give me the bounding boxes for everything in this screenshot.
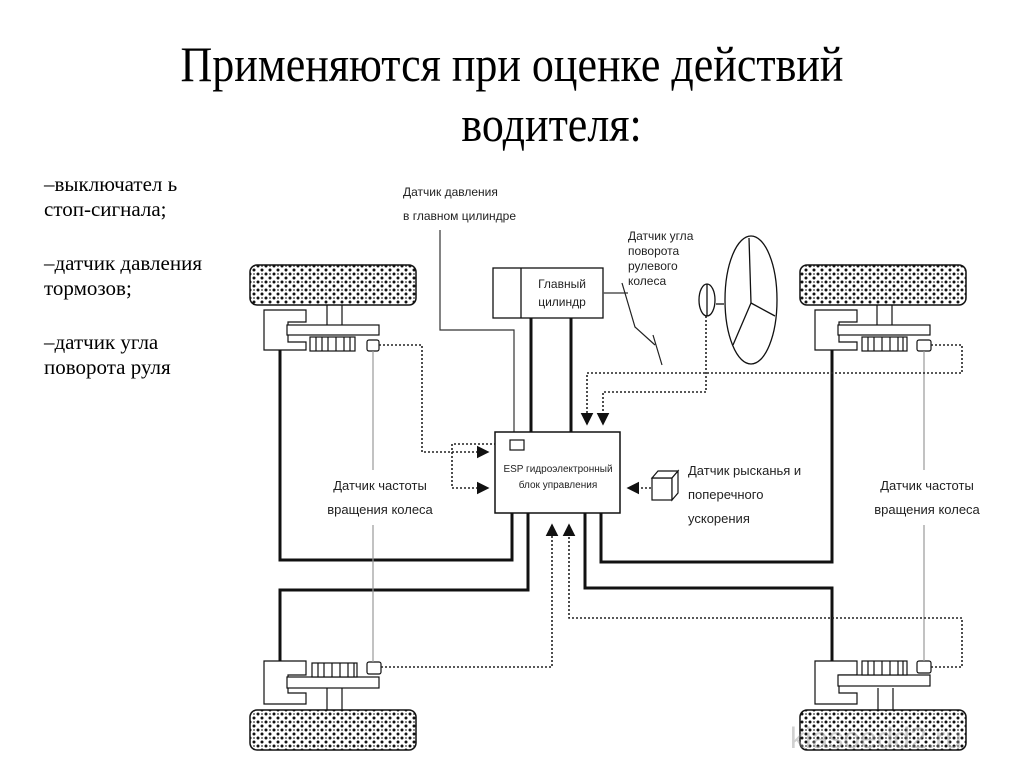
slide-title: Применяются при оценке действий водителя… bbox=[61, 34, 962, 154]
master-cylinder-label-2: цилиндр bbox=[538, 295, 586, 309]
steering-wheel-icon bbox=[698, 235, 778, 365]
yaw-sensor-label-2: поперечного bbox=[688, 487, 763, 502]
wheel-sensor-rear-left bbox=[366, 661, 382, 675]
hydraulic-lines bbox=[278, 318, 834, 661]
title-line-2: водителя: bbox=[461, 96, 642, 152]
steering-sensor-label-1: Датчик угла bbox=[628, 229, 694, 243]
tire-front-right bbox=[799, 264, 967, 306]
steering-sensor-leader bbox=[621, 282, 663, 366]
pressure-sensor-wire bbox=[439, 230, 515, 437]
title-line-1: Применяются при оценке действий bbox=[180, 36, 844, 92]
wheel-sensor-rear-right bbox=[916, 660, 932, 674]
wheel-sensor-front-right bbox=[916, 339, 932, 352]
bullet-brake-pressure: –датчик давления тормозов; bbox=[44, 251, 202, 300]
pressure-sensor-icon bbox=[509, 439, 525, 451]
esp-label-1: ESP гидроэлектронный bbox=[503, 464, 612, 475]
signal-lines bbox=[379, 316, 963, 668]
pressure-sensor-label-2: в главном цилиндре bbox=[403, 209, 516, 223]
wheel-sensor-front-left bbox=[366, 339, 380, 352]
wheel-speed-right-label-1: Датчик частоты bbox=[880, 478, 974, 493]
wheel-speed-right-label-2: вращения колеса bbox=[874, 502, 980, 517]
brake-front-right bbox=[814, 305, 932, 352]
pressure-sensor-label-1: Датчик давления bbox=[403, 185, 498, 199]
sensor-wires bbox=[372, 351, 925, 662]
bullet-brake-switch: –выключател ь стоп-сигнала; bbox=[44, 172, 178, 221]
bullet-steering-angle: –датчик угла поворота руля bbox=[44, 330, 171, 379]
wheel-speed-left-label-2: вращения колеса bbox=[327, 502, 433, 517]
yaw-sensor-icon bbox=[650, 469, 680, 502]
yaw-sensor-label-3: ускорения bbox=[688, 511, 750, 526]
tire-rear-left bbox=[249, 709, 417, 751]
steering-sensor-label-2: поворота bbox=[628, 244, 680, 258]
yaw-sensor-label-1: Датчик рысканья и bbox=[688, 463, 801, 478]
esp-control-unit: ESP гидроэлектронный блок управления bbox=[494, 431, 621, 514]
tire-front-left bbox=[249, 264, 417, 306]
brake-rear-left bbox=[263, 660, 382, 710]
steering-sensor-label-4: колеса bbox=[628, 274, 666, 288]
bullet-list: –выключател ь стоп-сигнала; –датчик давл… bbox=[44, 172, 224, 409]
master-cylinder-label-1: Главный bbox=[538, 277, 586, 291]
brake-rear-right bbox=[814, 660, 932, 710]
watermark: kiasoedd2.ru bbox=[790, 722, 962, 755]
master-cylinder: Главный цилиндр bbox=[492, 267, 604, 319]
brake-front-left bbox=[263, 305, 380, 352]
steering-sensor-label-3: рулевого bbox=[628, 259, 678, 273]
wheel-speed-left-label-1: Датчик частоты bbox=[333, 478, 427, 493]
tire-rear-right bbox=[799, 709, 967, 751]
esp-label-2: блок управления bbox=[519, 479, 597, 491]
